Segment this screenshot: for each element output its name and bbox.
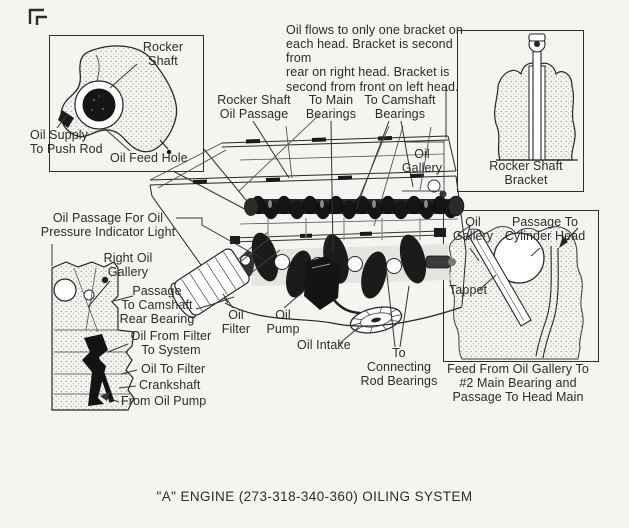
label-to-connecting-rod-bearings: To Connecting Rod Bearings: [360, 346, 438, 388]
inset-box-rocker-shaft-bracket: [457, 30, 584, 192]
inset-box-rocker-shaft-section: [49, 35, 204, 172]
inset-caption-feed-from-oil-gallery: Feed From Oil Gallery To #2 Main Bearing…: [447, 362, 589, 404]
tappet-gallery-drawing: [449, 224, 584, 360]
label-oil-from-filter-to-system: Oil From Filter To System: [130, 329, 212, 357]
label-oil-gallery-top: Oil Gallery: [401, 147, 443, 175]
label-to-main-bearings: To Main Bearings: [305, 93, 357, 121]
label-crankshaft: Crankshaft: [139, 378, 201, 392]
label-passage-to-camshaft-rear-bearing: Passage To Camshaft Rear Bearing: [119, 284, 195, 326]
label-oil-intake: Oil Intake: [297, 338, 351, 352]
label-rocker-shaft-oil-passage: Rocker Shaft Oil Passage: [217, 93, 291, 121]
leader-lines: [87, 120, 414, 403]
label-right-oil-gallery: Right Oil Gallery: [103, 251, 153, 279]
label-to-camshaft-bearings: To Camshaft Bearings: [364, 93, 436, 121]
inset-box-tappet-gallery: [443, 210, 599, 362]
note-oil-flow: Oil flows to only one bracket on each he…: [286, 23, 463, 94]
label-tappet: Tappet: [449, 283, 488, 297]
rocker-arm-drawing: [56, 45, 255, 215]
engine-block-rear-drawing: [51, 244, 135, 411]
label-oil-supply-to-push-rod: Oil Supply To Push Rod: [30, 128, 103, 156]
label-oil-passage-indicator-light: Oil Passage For Oil Pressure Indicator L…: [40, 211, 176, 239]
label-passage-to-cylinder-head: Passage To Cylinder Head: [504, 215, 586, 243]
label-rocker-shaft: Rocker Shaft: [142, 40, 184, 68]
scan-corner-marks: [28, 8, 47, 25]
figure-caption: "A" ENGINE (273-318-340-360) OILING SYST…: [156, 489, 473, 504]
label-oil-gallery-inset: Oil Gallery: [452, 215, 494, 243]
engine-cutaway-drawing: [149, 86, 467, 334]
label-oil-feed-hole: Oil Feed Hole: [110, 151, 188, 165]
rocker-shaft-bracket-drawing: [494, 33, 578, 161]
label-from-oil-pump: From Oil Pump: [121, 394, 207, 408]
label-oil-to-filter: Oil To Filter: [141, 362, 206, 376]
from-oil-pump-arrowhead: [100, 392, 110, 401]
label-rocker-shaft-bracket: Rocker Shaft Bracket: [489, 159, 563, 187]
label-oil-pump: Oil Pump: [266, 308, 300, 336]
label-oil-filter: Oil Filter: [221, 308, 251, 336]
